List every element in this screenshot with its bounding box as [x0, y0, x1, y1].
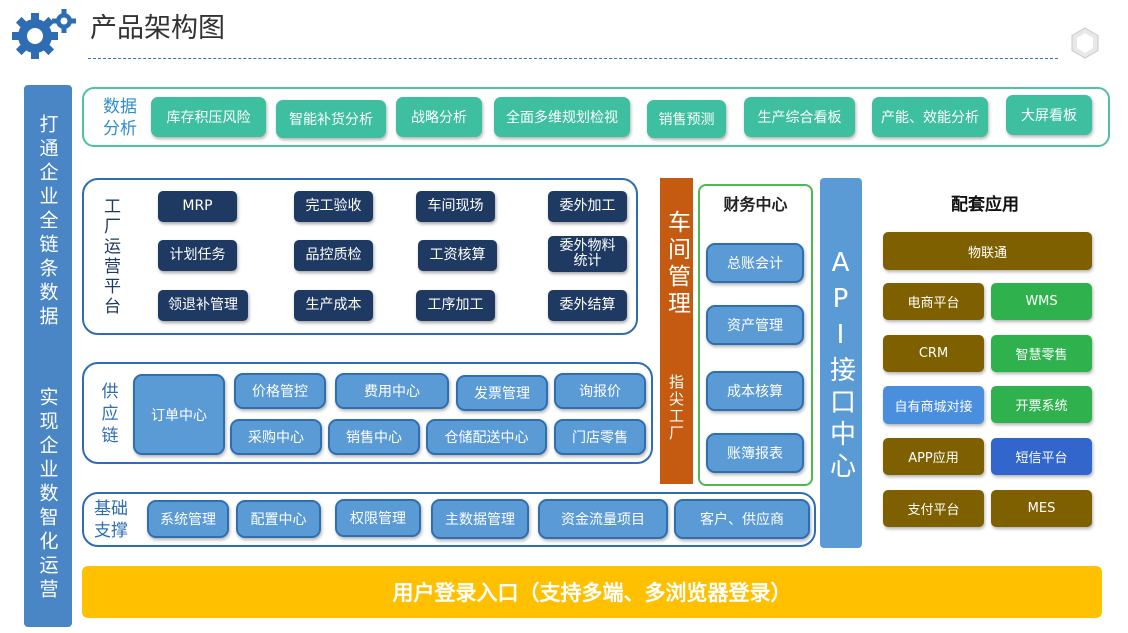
module-store-retail[interactable]: 门店零售	[554, 419, 646, 455]
module-outsourcing-material[interactable]: 委外物料 统计	[548, 236, 627, 272]
module-strategy-analysis[interactable]: 战略分析	[396, 97, 482, 137]
module-expense-center[interactable]: 费用中心	[335, 373, 449, 409]
app-crm[interactable]: CRM	[883, 335, 984, 372]
module-order-center[interactable]: 订单中心	[133, 374, 225, 455]
module-big-screen[interactable]: 大屏看板	[1006, 95, 1092, 135]
app-own-mall[interactable]: 自有商城对接	[883, 386, 984, 424]
app-invoicing[interactable]: 开票系统	[991, 386, 1092, 423]
module-quality-control[interactable]: 品控质检	[294, 240, 373, 271]
app-wms[interactable]: WMS	[991, 283, 1092, 320]
module-outsourcing-settlement[interactable]: 委外结算	[548, 290, 627, 321]
module-return-supplement[interactable]: 领退补管理	[158, 290, 248, 321]
module-mrp[interactable]: MRP	[158, 191, 237, 222]
module-permission-management[interactable]: 权限管理	[335, 499, 421, 537]
app-payment[interactable]: 支付平台	[883, 490, 984, 527]
module-purchase-center[interactable]: 采购中心	[230, 419, 322, 455]
apps-title: 配套应用	[951, 195, 1019, 215]
api-center-bar[interactable]: API接口中心	[820, 178, 862, 548]
page-title: 产品架构图	[90, 13, 225, 44]
workshop-management-bar[interactable]: 车间管理 指尖工厂	[660, 178, 693, 484]
workshop-subtitle: 指尖工厂	[667, 374, 685, 442]
module-production-dashboard[interactable]: 生产综合看板	[744, 97, 855, 137]
app-mes[interactable]: MES	[991, 490, 1092, 527]
module-inquiry-quote[interactable]: 询报价	[554, 373, 646, 409]
module-outsourcing[interactable]: 委外加工	[548, 191, 627, 222]
module-multi-dim-review[interactable]: 全面多维规划检视	[494, 97, 630, 137]
module-inventory-risk[interactable]: 库存积压风险	[151, 97, 266, 137]
module-sales-center[interactable]: 销售中心	[328, 419, 420, 455]
module-process-machining[interactable]: 工序加工	[416, 290, 495, 321]
module-smart-replenish[interactable]: 智能补货分析	[276, 100, 386, 138]
workshop-title: 车间管理	[663, 210, 690, 318]
app-ecommerce[interactable]: 电商平台	[883, 283, 984, 320]
module-ledger-reports[interactable]: 账簿报表	[706, 433, 804, 473]
module-master-data[interactable]: 主数据管理	[431, 499, 529, 539]
finance-center-title: 财务中心	[723, 195, 788, 214]
login-entry-bar[interactable]: 用户登录入口（支持多端、多浏览器登录）	[82, 566, 1102, 618]
supply-chain-label: 供 应 链	[101, 382, 119, 446]
gear-logo-icon	[10, 8, 78, 60]
module-plan-task[interactable]: 计划任务	[158, 240, 237, 271]
module-invoice-management[interactable]: 发票管理	[456, 375, 548, 411]
module-workshop-floor[interactable]: 车间现场	[416, 191, 495, 222]
data-analysis-label: 数据 分析	[103, 97, 137, 139]
left-bar-text-1: 打通企业全链条数据	[36, 113, 59, 330]
module-price-control[interactable]: 价格管控	[234, 373, 326, 409]
module-capacity-analysis[interactable]: 产能、效能分析	[872, 97, 988, 137]
hexagon-icon	[1068, 26, 1102, 60]
module-general-ledger[interactable]: 总账会计	[706, 243, 804, 283]
module-warehouse-delivery[interactable]: 仓储配送中心	[426, 419, 547, 455]
app-iot[interactable]: 物联通	[883, 232, 1092, 270]
login-entry-text: 用户登录入口（支持多端、多浏览器登录）	[392, 581, 792, 605]
basic-support-label: 基础 支撑	[94, 499, 128, 541]
api-center-label: API接口中心	[825, 248, 856, 484]
left-bar-text-2: 实现企业数智化运营	[36, 387, 59, 603]
module-config-center[interactable]: 配置中心	[236, 500, 321, 538]
app-mobile[interactable]: APP应用	[883, 438, 984, 475]
header-divider	[88, 58, 1058, 59]
module-completion-acceptance[interactable]: 完工验收	[294, 191, 373, 222]
module-system-management[interactable]: 系统管理	[147, 500, 229, 538]
app-smart-retail[interactable]: 智慧零售	[991, 335, 1092, 372]
module-wage-accounting[interactable]: 工资核算	[418, 240, 497, 271]
module-asset-management[interactable]: 资产管理	[706, 305, 804, 345]
module-sales-forecast[interactable]: 销售预测	[647, 100, 726, 138]
module-cash-flow-item[interactable]: 资金流量项目	[538, 499, 668, 539]
module-cost-accounting[interactable]: 成本核算	[706, 371, 804, 411]
module-customer-supplier[interactable]: 客户、供应商	[674, 499, 810, 539]
left-strategy-bar: 打通企业全链条数据 实现企业数智化运营	[24, 85, 72, 627]
module-production-cost[interactable]: 生产成本	[294, 290, 373, 321]
factory-platform-label: 工厂运营平台	[100, 197, 120, 317]
app-sms[interactable]: 短信平台	[991, 438, 1092, 475]
